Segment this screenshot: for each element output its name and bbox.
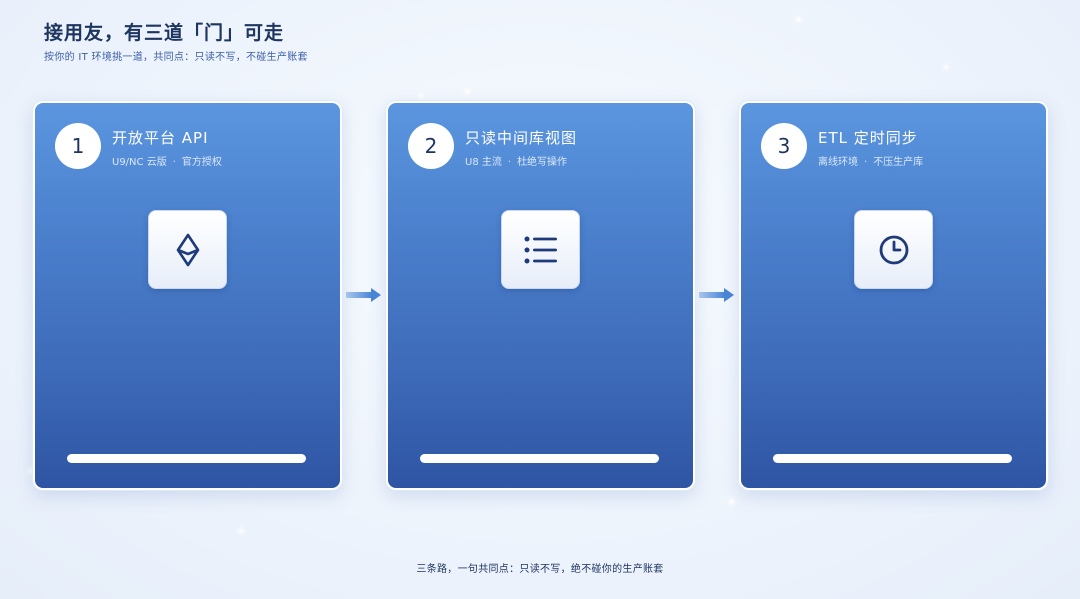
- sparkle-decoration: [466, 90, 469, 93]
- sparkle-decoration: [240, 530, 242, 532]
- sparkle-decoration: [420, 95, 422, 97]
- clock-icon: [879, 235, 908, 264]
- arrow-right-icon: [699, 288, 734, 302]
- separator-dot: ·: [864, 157, 868, 168]
- separator-dot: ·: [507, 157, 512, 168]
- option-card-view: 2 只读中间库视图 U8 主流 · 杜绝写操作: [386, 101, 695, 490]
- card-subtitle-left: U9/NC 云版: [112, 157, 167, 168]
- card-bottom-bar: [773, 454, 1012, 463]
- card-title: 只读中间库视图: [465, 129, 578, 147]
- option-card-api: 1 开放平台 API U9/NC 云版 · 官方授权: [33, 101, 342, 490]
- card-bottom-bar: [420, 454, 659, 463]
- card-icon-box: [854, 210, 933, 289]
- card-subtitle: 离线环境 · 不压生产库: [818, 156, 923, 170]
- card-subtitle-right: 杜绝写操作: [517, 157, 568, 168]
- sparkle-decoration: [730, 500, 733, 503]
- page-subtitle: 按你的 IT 环境挑一道，共同点：只读不写，不碰生产账套: [44, 52, 308, 63]
- separator-dot: ·: [172, 157, 176, 168]
- card-subtitle-left: U8 主流: [465, 157, 502, 168]
- card-icon-box: [148, 210, 227, 289]
- header: 接用友，有三道「门」可走 按你的 IT 环境挑一道，共同点：只读不写，不碰生产账…: [44, 20, 308, 65]
- card-subtitle-right: 不压生产库: [873, 157, 924, 168]
- card-title: 开放平台 API: [112, 129, 209, 147]
- step-number-badge: 2: [408, 123, 454, 169]
- list-icon: [524, 236, 557, 263]
- sparkle-decoration: [30, 470, 32, 472]
- step-number-badge: 3: [761, 123, 807, 169]
- footer-note: 三条路，一句共同点：只读不写，绝不碰你的生产账套: [416, 564, 664, 575]
- option-card-etl: 3 ETL 定时同步 离线环境 · 不压生产库: [739, 101, 1048, 490]
- card-subtitle-left: 离线环境: [818, 157, 858, 168]
- arrow-right-icon: [346, 288, 381, 302]
- page-title: 接用友，有三道「门」可走: [44, 22, 285, 44]
- sparkle-decoration: [945, 66, 947, 68]
- card-subtitle: U8 主流 · 杜绝写操作: [465, 156, 567, 170]
- sparkle-decoration: [797, 18, 800, 21]
- card-icon-box: [501, 210, 580, 289]
- card-subtitle: U9/NC 云版 · 官方授权: [112, 156, 222, 170]
- step-number-badge: 1: [55, 123, 101, 169]
- ethereum-diamond-icon: [176, 233, 199, 266]
- card-title: ETL 定时同步: [818, 129, 918, 147]
- card-bottom-bar: [67, 454, 306, 463]
- card-subtitle-right: 官方授权: [181, 157, 222, 168]
